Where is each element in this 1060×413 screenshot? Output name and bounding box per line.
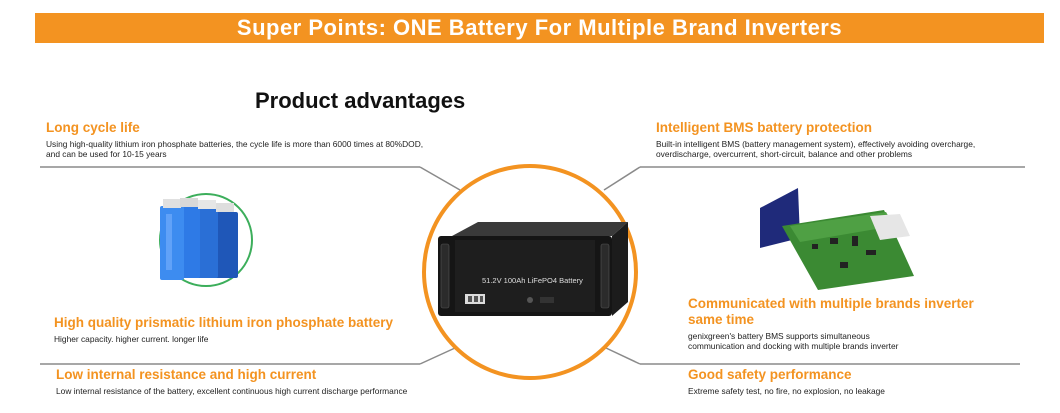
feature-low-resistance: Low internal resistance and high current…: [56, 367, 476, 396]
feature-intelligent-bms: Intelligent BMS battery protection Built…: [656, 120, 1036, 159]
connector-diag-right-top: [603, 166, 641, 191]
feature-safety: Good safety performance Extreme safety t…: [688, 367, 1028, 396]
feature-title: Intelligent BMS battery protection: [656, 120, 873, 135]
battery-rack-image: [438, 222, 628, 316]
feature-title: Good safety performance: [688, 367, 852, 382]
feature-description: Low internal resistance of the battery, …: [56, 386, 408, 396]
feature-description: Using high-quality lithium iron phosphat…: [46, 139, 424, 159]
product-label: 51.2V 100Ah LiFePO4 Battery: [482, 276, 583, 285]
banner: Super Points: ONE Battery For Multiple B…: [35, 13, 1044, 43]
feature-title: High quality prismatic lithium iron phos…: [54, 315, 394, 330]
feature-title: Long cycle life: [46, 120, 140, 135]
feature-multi-brand-communication: Communicated with multiple brands invert…: [688, 296, 1008, 351]
feature-title: Communicated with multiple brands invert…: [688, 296, 974, 327]
connector-diag-left-bottom: [419, 347, 456, 365]
feature-description: Built-in intelligent BMS (battery manage…: [656, 139, 976, 159]
section-title: Product advantages: [255, 88, 466, 113]
feature-title: Low internal resistance and high current: [56, 367, 317, 382]
feature-description: Higher capacity. higher current. longer …: [54, 334, 209, 344]
feature-description: genixgreen's battery BMS supports simult…: [688, 331, 899, 351]
bms-board-image: [760, 188, 914, 290]
feature-description: Extreme safety test, no fire, no explosi…: [688, 386, 885, 396]
feature-long-cycle-life: Long cycle life Using high-quality lithi…: [46, 120, 436, 159]
feature-prismatic-battery: High quality prismatic lithium iron phos…: [54, 315, 454, 344]
prismatic-cells-image: [159, 193, 253, 287]
connector-diag-right-bottom: [605, 347, 641, 365]
connector-diag-left-top: [419, 166, 461, 191]
